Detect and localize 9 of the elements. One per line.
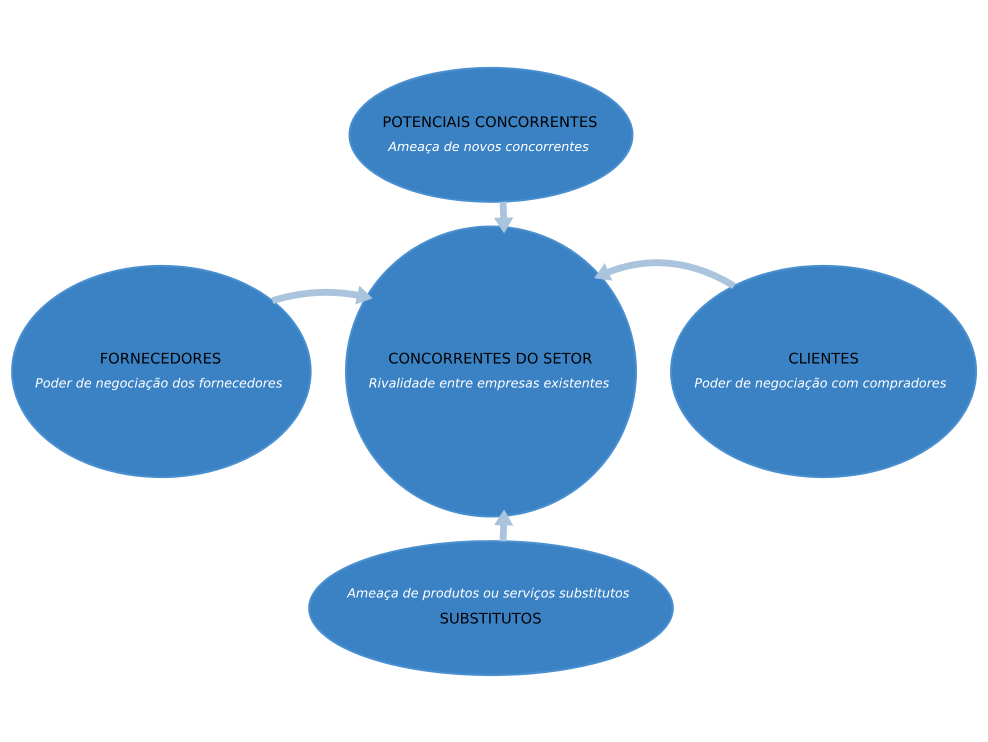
arrow [594,258,736,288]
node-circle: CONCORRENTES DO SETOR Rivalidade entre empresas existentes [345,225,637,517]
node-ellipse: FORNECEDORES Poder de negociação dos fornecedores [11,264,312,478]
arrow [271,285,373,304]
node-ellipse: CLIENTES Poder de negociação com compradores [670,264,978,478]
node-ellipse: Ameaça de produtos ou serviços substitutos SUBSTITUTOS [308,540,674,676]
arrow [494,509,514,541]
arrow [494,201,514,233]
node-ellipse: POTENCIAIS CONCORRENTES Ameaça de novos concorrentes [348,66,634,202]
